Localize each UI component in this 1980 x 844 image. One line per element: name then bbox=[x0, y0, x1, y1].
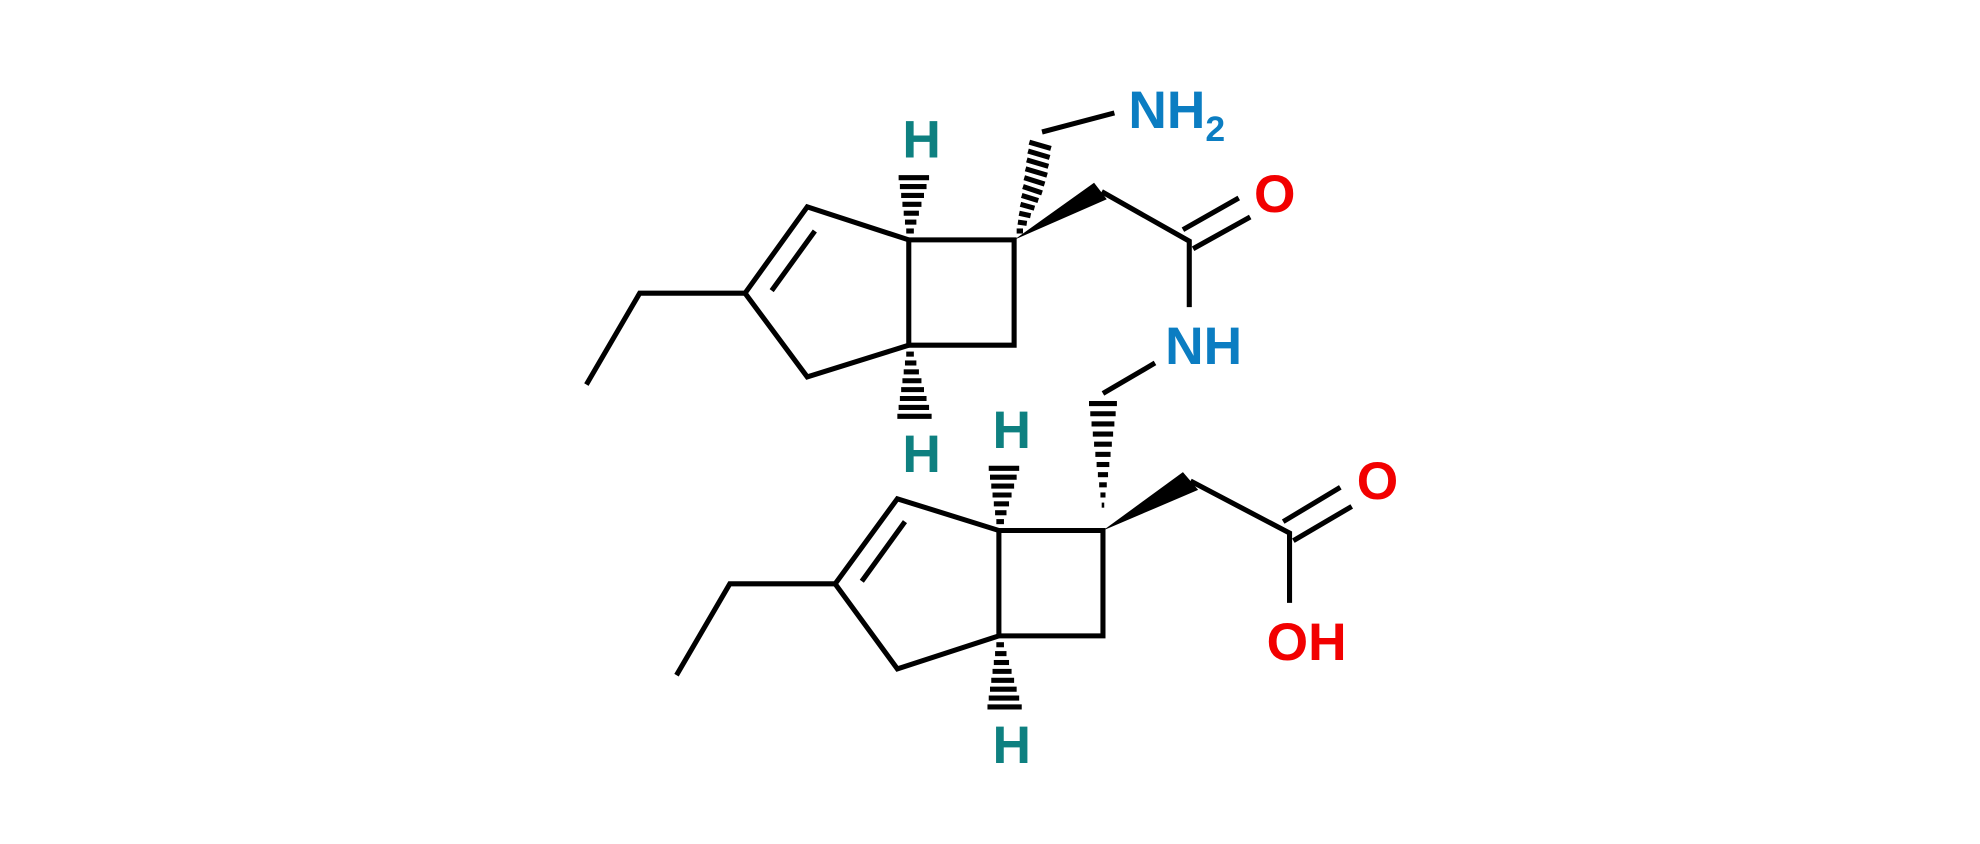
amine-label: NH2 bbox=[1128, 81, 1225, 149]
lower-wedge-bond bbox=[1102, 472, 1199, 531]
lower-fragment: H H O OH bbox=[674, 401, 1398, 775]
upper-acetyl-bond bbox=[1100, 189, 1192, 308]
upper-carbonyl-2 bbox=[1191, 214, 1252, 251]
upper-hash-h-top bbox=[898, 175, 930, 234]
lower-ethyl-bond bbox=[674, 581, 836, 677]
upper-h-bottom-label: H bbox=[902, 425, 941, 484]
upper-cyclobutane bbox=[906, 237, 1017, 348]
lower-acetyl-bond bbox=[1189, 478, 1293, 603]
nh-ch2-bond bbox=[1101, 360, 1157, 396]
lower-carbonyl-1 bbox=[1281, 485, 1342, 524]
amide-oxygen-label: O bbox=[1254, 165, 1295, 224]
lower-cyclopentene-bonds-b bbox=[833, 582, 1000, 672]
upper-hash-h-bottom bbox=[897, 351, 932, 419]
upper-double-bond-inner bbox=[769, 229, 817, 293]
acid-oh-label: OH bbox=[1267, 613, 1347, 672]
lower-hash-h-bottom bbox=[987, 642, 1022, 710]
lower-h-top-label: H bbox=[993, 401, 1032, 460]
lower-carbonyl-2 bbox=[1292, 504, 1354, 543]
upper-cyclopentene-bonds-b bbox=[743, 291, 910, 380]
lower-hash-h-top bbox=[988, 465, 1020, 525]
upper-cyclopentene-bonds bbox=[742, 203, 910, 295]
lower-cyclobutane bbox=[996, 527, 1106, 639]
acid-oxygen-label: O bbox=[1357, 452, 1398, 511]
amide-nh-label: NH bbox=[1165, 317, 1242, 376]
upper-fragment: H H NH2 bbox=[584, 81, 1295, 484]
upper-ethyl-bond bbox=[584, 290, 746, 386]
lower-hash-linker bbox=[1089, 401, 1117, 508]
lower-cyclopentene-bonds bbox=[833, 495, 1000, 586]
upper-carbonyl-1 bbox=[1181, 195, 1241, 232]
lower-h-bottom-label: H bbox=[993, 716, 1032, 775]
lower-double-bond-inner bbox=[859, 520, 908, 583]
upper-h-top-label: H bbox=[902, 110, 941, 169]
upper-ch2-nh2-bond bbox=[1041, 110, 1116, 135]
upper-hash-aminomethyl bbox=[1016, 139, 1052, 234]
upper-wedge-bond bbox=[1014, 182, 1107, 240]
